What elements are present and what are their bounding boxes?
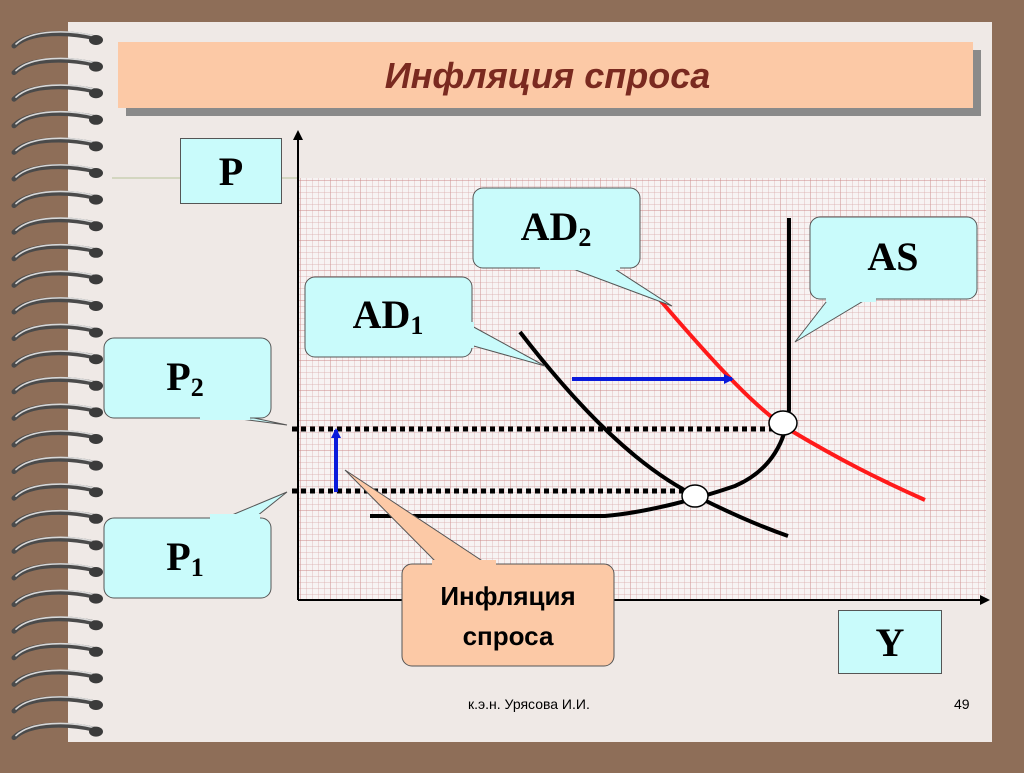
- spiral-hole: [89, 327, 103, 338]
- equilibrium-point-2: [768, 410, 798, 436]
- callout-as: [794, 216, 978, 343]
- spiral-hole: [89, 673, 103, 684]
- p2-label: P2: [166, 354, 203, 402]
- spiral-hole: [89, 221, 103, 232]
- callout-p1: [103, 491, 288, 599]
- footer-author: к.э.н. Урясова И.И.: [468, 696, 590, 712]
- spiral-hole: [89, 700, 103, 710]
- spiral-hole: [89, 114, 103, 125]
- ad1-label: AD1: [353, 292, 424, 340]
- spiral-hole: [89, 407, 103, 418]
- spiral-hole: [89, 620, 103, 631]
- spiral-hole: [89, 194, 103, 205]
- spiral-hole: [89, 247, 103, 258]
- ad2-label: AD2: [521, 204, 592, 252]
- as-label: AS: [867, 234, 918, 279]
- y-axis-label: P: [180, 138, 282, 204]
- equilibrium-point-1: [681, 484, 709, 508]
- spiral-hole: [89, 61, 103, 72]
- p1-label: P1: [166, 534, 203, 582]
- spiral-hole: [89, 88, 103, 99]
- ad1-curve: [518, 330, 789, 538]
- slide-title: Инфляция спроса: [384, 55, 711, 96]
- spiral-hole: [89, 35, 103, 45]
- spiral-hole: [89, 646, 103, 657]
- inflation-label-line2: спроса: [463, 621, 554, 651]
- spiral-hole: [89, 380, 103, 391]
- x-axis-label: Y: [838, 610, 942, 674]
- spiral-hole: [89, 168, 103, 178]
- callout-inflation: [344, 469, 615, 667]
- spiral-hole: [89, 487, 103, 498]
- spiral-hole: [89, 141, 103, 152]
- callout-p2: [103, 337, 288, 426]
- callout-ad2: [472, 187, 673, 307]
- spiral-hole: [89, 354, 103, 365]
- callout-ad1: [304, 276, 546, 367]
- spiral-hole: [89, 540, 103, 551]
- inflation-label-line1: Инфляция: [440, 581, 575, 611]
- page-number: 49: [954, 696, 970, 712]
- spiral-hole: [89, 460, 103, 471]
- spiral-hole: [89, 593, 103, 604]
- spiral-hole: [89, 513, 103, 524]
- spiral-hole: [89, 301, 103, 311]
- spiral-binding: [11, 31, 103, 741]
- spiral-hole: [89, 567, 103, 577]
- title-bar: [118, 42, 973, 108]
- spiral-hole: [89, 726, 103, 737]
- spiral-hole: [89, 274, 103, 285]
- spiral-hole: [89, 434, 103, 444]
